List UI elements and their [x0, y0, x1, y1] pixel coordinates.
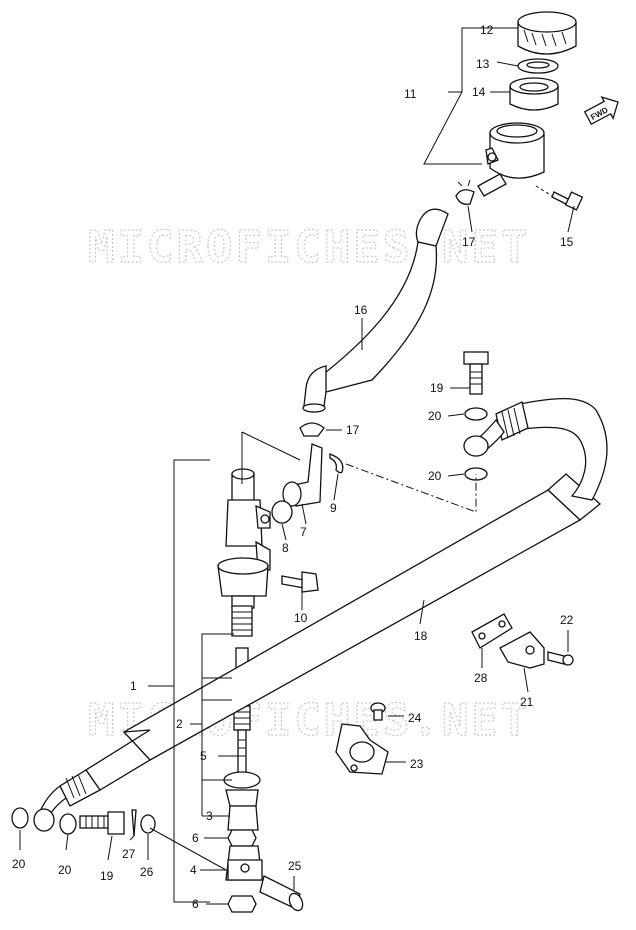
callout-18: 18: [414, 629, 428, 643]
circlip: [329, 453, 344, 474]
callout-5: 5: [200, 749, 207, 763]
lock-nut-upper: [227, 829, 257, 847]
callout-27: 27: [122, 847, 136, 861]
union-bolt-upper: [463, 351, 489, 395]
callout-12: 12: [480, 23, 494, 37]
union-bolt-lower: [79, 811, 125, 835]
clevis: [225, 845, 263, 881]
hose-guide: [335, 723, 389, 775]
brake-hose: [37, 397, 608, 824]
callout-10: 10: [294, 611, 308, 625]
leader-lines: [19, 27, 575, 905]
master-cylinder: [217, 468, 271, 609]
callout-25: 25: [288, 859, 302, 873]
callout-17-lower: 17: [346, 423, 360, 437]
hose-joint: [282, 443, 323, 507]
hose-clamp-lower: [299, 422, 325, 437]
pin-washer: [140, 814, 156, 834]
callout-19-lower: 19: [100, 869, 114, 883]
callout-19-top: 19: [430, 381, 444, 395]
callout-23: 23: [410, 757, 424, 771]
callout-20-top: 20: [428, 409, 442, 423]
diaphragm-plate: [517, 58, 559, 74]
guide-screw: [370, 702, 386, 721]
callout-4: 4: [190, 863, 197, 877]
callout-11: 11: [404, 87, 417, 101]
callout-22: 22: [560, 613, 574, 627]
clevis-pin: [259, 875, 304, 912]
reservoir-hose: [302, 208, 449, 413]
callout-17-top: 17: [462, 235, 476, 249]
washer-upper: [464, 407, 488, 421]
washer-left-1: [11, 807, 29, 829]
fwd-arrow-icon: FWD: [583, 95, 619, 126]
reservoir-cap: [517, 11, 577, 55]
callout-13: 13: [476, 57, 490, 71]
washer-left-2: [59, 813, 77, 835]
callout-14: 14: [472, 85, 486, 99]
callout-9: 9: [330, 501, 337, 515]
callout-15: 15: [560, 235, 574, 249]
callout-20-left-2: 20: [58, 863, 72, 877]
callout-3: 3: [206, 809, 213, 823]
callout-labels: 12 13 14 11 17 15 16 19 20 17 20 9 7 8 1…: [12, 23, 574, 911]
hose-clamp-top: [455, 179, 475, 205]
callout-26: 26: [140, 865, 154, 879]
callout-1: 1: [130, 679, 137, 693]
cotter-pin: [131, 809, 137, 837]
callout-20-left-1: 20: [12, 857, 26, 871]
reservoir-bracket: [499, 631, 545, 669]
banjo-fitting-upper: [463, 435, 489, 457]
bracket-plate: [471, 613, 513, 649]
o-ring: [271, 500, 293, 524]
cylinder-mount-bolt: [281, 571, 319, 593]
lock-nut-lower: [227, 895, 257, 913]
bracket-screw: [547, 651, 574, 666]
callout-16: 16: [354, 303, 368, 317]
reservoir-bolt: [551, 191, 584, 211]
callout-6-lower: 6: [192, 897, 199, 911]
callout-8: 8: [282, 541, 289, 555]
watermark-top: MICROFICHES.NET: [88, 222, 530, 273]
callout-6-upper: 6: [192, 831, 199, 845]
reservoir-tank: [477, 122, 545, 197]
callout-20-middle: 20: [428, 469, 442, 483]
callout-2: 2: [176, 717, 183, 731]
callout-21: 21: [520, 695, 534, 709]
push-rod: [223, 729, 261, 789]
callout-7: 7: [300, 525, 307, 539]
callout-24: 24: [408, 711, 422, 725]
washer-left-banjo: [33, 808, 55, 832]
rod-boot: [225, 789, 259, 831]
callout-28: 28: [474, 671, 488, 685]
diaphragm: [509, 77, 559, 111]
